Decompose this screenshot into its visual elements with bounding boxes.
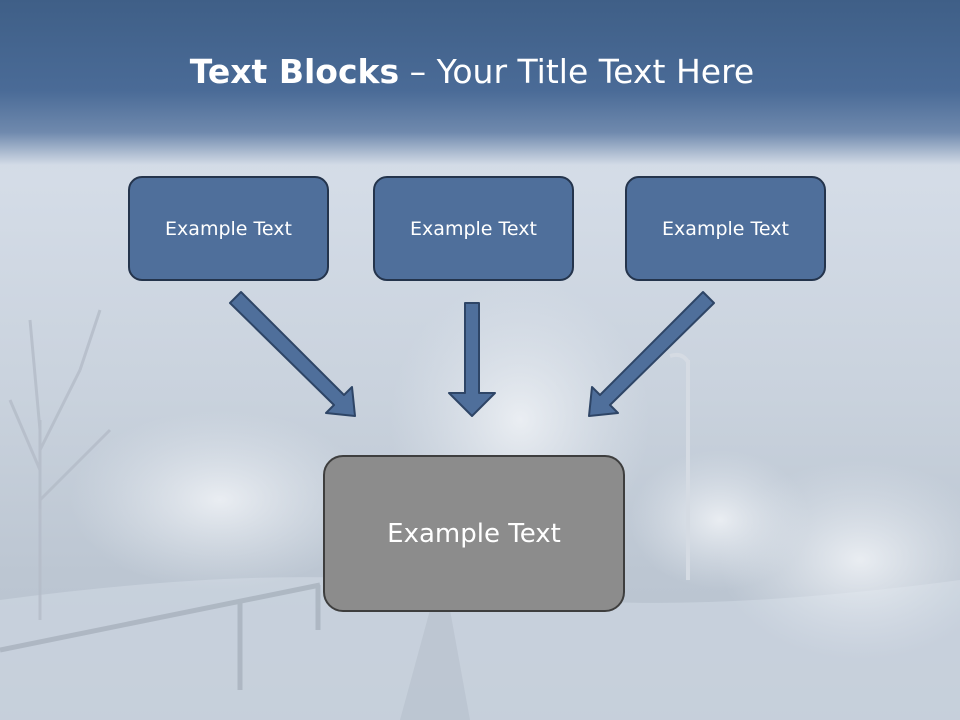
text-block-2[interactable]: Example Text: [373, 176, 574, 281]
result-text-block-label: Example Text: [387, 518, 561, 549]
arrow-down-icon: [448, 302, 496, 417]
arrow-left-icon: [229, 291, 356, 417]
header-band: [0, 0, 960, 165]
title-bold: Text Blocks: [189, 52, 400, 91]
text-block-3-label: Example Text: [662, 217, 789, 240]
arrow-right-icon: [588, 291, 715, 417]
slide-title: Text Blocks – Your Title Text Here: [0, 52, 944, 91]
text-block-3[interactable]: Example Text: [625, 176, 826, 281]
result-text-block[interactable]: Example Text: [323, 455, 625, 612]
text-block-2-label: Example Text: [410, 217, 537, 240]
text-block-1[interactable]: Example Text: [128, 176, 329, 281]
title-rest: – Your Title Text Here: [399, 52, 755, 91]
text-block-1-label: Example Text: [165, 217, 292, 240]
